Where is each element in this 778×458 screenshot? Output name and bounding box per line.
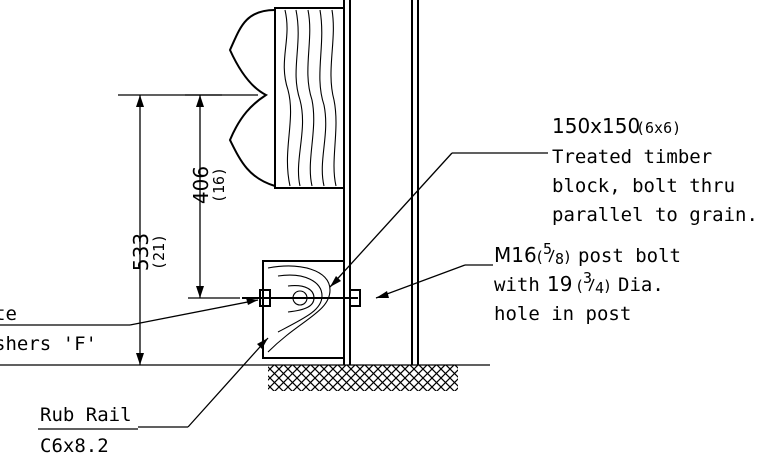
block-size: 150x150 bbox=[552, 114, 640, 138]
bolt-size: M16 bbox=[494, 243, 537, 267]
bolt-line1-rest: post bolt bbox=[578, 245, 681, 267]
ground bbox=[0, 364, 490, 391]
dim-406-imperial-group: (16) bbox=[210, 167, 228, 203]
timber-block bbox=[274, 7, 345, 189]
dimension-lines bbox=[118, 94, 258, 365]
bolt-frac-num: 5 bbox=[543, 240, 552, 258]
dim-533-imperial-group: (21) bbox=[150, 234, 168, 270]
block-desc-line2: block, bolt thru bbox=[552, 175, 735, 197]
hole-frac-open: ( bbox=[575, 277, 584, 295]
ground-hatching bbox=[268, 365, 458, 391]
block-size-imperial: (6x6) bbox=[636, 119, 681, 137]
rub-rail-section: C6x8.2 bbox=[40, 435, 109, 457]
hole-frac-den: 4 bbox=[595, 279, 604, 297]
dim-533-imperial: (21) bbox=[150, 234, 168, 270]
block-desc-line1: Treated timber bbox=[552, 146, 712, 168]
bolt-line2-prefix: with bbox=[494, 274, 540, 296]
hole-frac-num: 3 bbox=[583, 269, 592, 287]
dim-533-group: 533 bbox=[129, 233, 153, 271]
bolt-frac-den: 8 bbox=[555, 250, 564, 268]
post-bolt bbox=[242, 289, 361, 307]
bolt-frac-close: ) bbox=[563, 248, 572, 266]
washer-line2: shers 'F' bbox=[0, 333, 97, 355]
dim-406-imperial: (16) bbox=[210, 167, 228, 203]
w-beam-rail bbox=[228, 9, 276, 187]
dim-406: 406 bbox=[189, 166, 213, 204]
dim-406-group: 406 bbox=[189, 166, 213, 204]
rub-rail-channel bbox=[262, 260, 345, 359]
block-desc-line3: parallel to grain. bbox=[552, 204, 758, 226]
hole-size: 19 bbox=[547, 272, 572, 296]
hole-frac-close: ) bbox=[603, 277, 612, 295]
rub-rail-title: Rub Rail bbox=[40, 404, 132, 426]
washer-line1: te bbox=[0, 303, 17, 325]
bolt-frac-open: ( bbox=[535, 248, 544, 266]
bolt-line2-suffix: Dia. bbox=[618, 274, 664, 296]
leader-lines bbox=[0, 152, 548, 428]
dim-533: 533 bbox=[129, 233, 153, 271]
steel-post bbox=[343, 0, 419, 365]
bolt-line3: hole in post bbox=[494, 303, 631, 325]
